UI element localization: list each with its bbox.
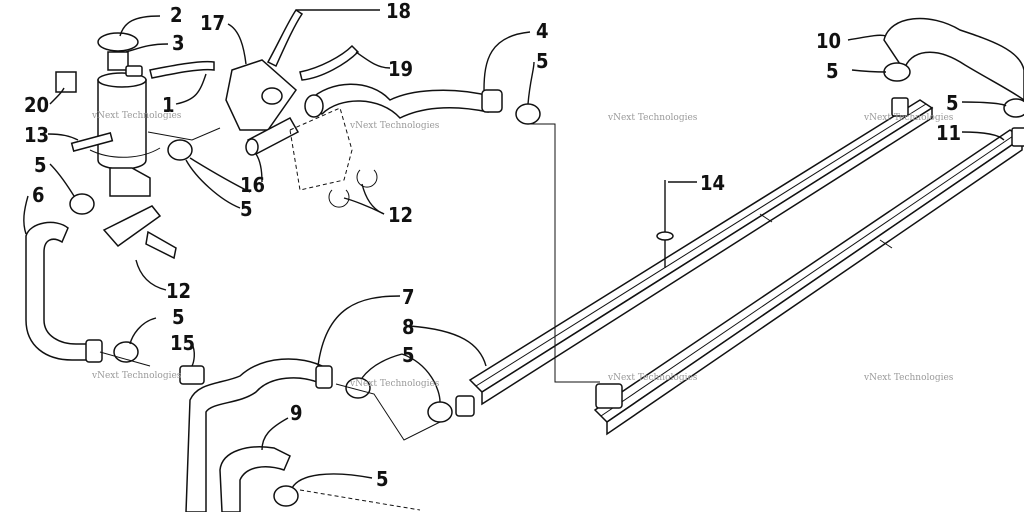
- clamp-left-top: [69, 193, 95, 215]
- callout-9: 9: [290, 401, 303, 425]
- watermark-2: vNext Technologies: [349, 121, 440, 131]
- callout-10: 10: [816, 29, 841, 53]
- hose-7: [185, 358, 333, 512]
- clamp-7: [345, 377, 371, 399]
- bracket-outline: [289, 107, 353, 191]
- fitting-8: [455, 395, 475, 417]
- callout-7: 7: [402, 285, 415, 309]
- callout-5-lower-mid: 5: [402, 343, 415, 367]
- callout-5-left: 5: [34, 153, 47, 177]
- thermostat-housing: [225, 59, 297, 131]
- callout-16: 16: [240, 173, 265, 197]
- line-thermo: [147, 127, 221, 141]
- heat-exchanger-fittings: [656, 97, 1024, 268]
- callout-12-lower: 12: [166, 279, 191, 303]
- callout-19: 19: [388, 57, 413, 81]
- watermark-3: vNext Technologies: [607, 113, 698, 123]
- heat-exchanger-front: [468, 99, 934, 406]
- callout-6: 6: [32, 183, 45, 207]
- hose-upper-left: [304, 83, 503, 119]
- callout-17: 17: [200, 11, 225, 35]
- coolant-tank: [89, 32, 161, 197]
- callout-11: 11: [936, 121, 961, 145]
- hose-upper-right: [883, 17, 1024, 101]
- line-left: [99, 351, 151, 367]
- watermark-7: vNext Technologies: [607, 373, 698, 383]
- callout-5-far-right: 5: [946, 91, 959, 115]
- bracket-13: [70, 132, 114, 152]
- small-hoses: [149, 8, 360, 81]
- callout-3: 3: [172, 31, 185, 55]
- hose-6: [25, 221, 103, 363]
- watermark-1: vNext Technologies: [91, 111, 182, 121]
- callout-labels: 2 3 17 18 4 5 10 5 5 11 19 20 1 13 5 6 1…: [24, 0, 961, 491]
- callout-12-upper: 12: [388, 203, 413, 227]
- watermarks: vNext Technologies vNext Technologies vN…: [91, 111, 954, 389]
- callout-20: 20: [24, 93, 49, 117]
- callout-18: 18: [386, 0, 411, 23]
- callout-2: 2: [170, 3, 183, 27]
- callout-5-top: 5: [536, 49, 549, 73]
- callout-4: 4: [536, 19, 549, 43]
- clamp-15: [179, 365, 205, 385]
- bracket-12: [102, 205, 162, 248]
- hose-9: [219, 446, 291, 512]
- clip-12b: [356, 169, 378, 188]
- watermark-4: vNext Technologies: [863, 113, 954, 123]
- callout-15: 15: [170, 331, 195, 355]
- clamp-left-bottom: [113, 341, 139, 363]
- clamp-thermo: [167, 139, 193, 161]
- callout-1: 1: [162, 93, 175, 117]
- hose-16: [245, 117, 300, 156]
- clip-12a: [328, 189, 350, 208]
- line-lower: [335, 383, 441, 441]
- watermark-8: vNext Technologies: [863, 373, 954, 383]
- callout-5-lower-left: 5: [172, 305, 185, 329]
- heat-exchanger-rear: [593, 129, 1024, 436]
- watermark-5: vNext Technologies: [91, 371, 182, 381]
- line-upper: [528, 123, 600, 383]
- watermark-6: vNext Technologies: [349, 379, 440, 389]
- bracket-12b: [145, 230, 177, 260]
- callout-5-right: 5: [826, 59, 839, 83]
- callout-13: 13: [24, 123, 49, 147]
- callout-5-bottom: 5: [376, 467, 389, 491]
- callout-5-mid: 5: [240, 197, 253, 221]
- callout-14: 14: [700, 171, 725, 195]
- bottom-outline: [299, 489, 421, 511]
- cap-gasket: [55, 71, 77, 93]
- callout-8: 8: [402, 315, 415, 339]
- clamps-upper: [515, 62, 1024, 125]
- clamp-8: [427, 401, 453, 423]
- clamp-bottom: [273, 485, 299, 507]
- leader-lines: [23, 9, 1007, 489]
